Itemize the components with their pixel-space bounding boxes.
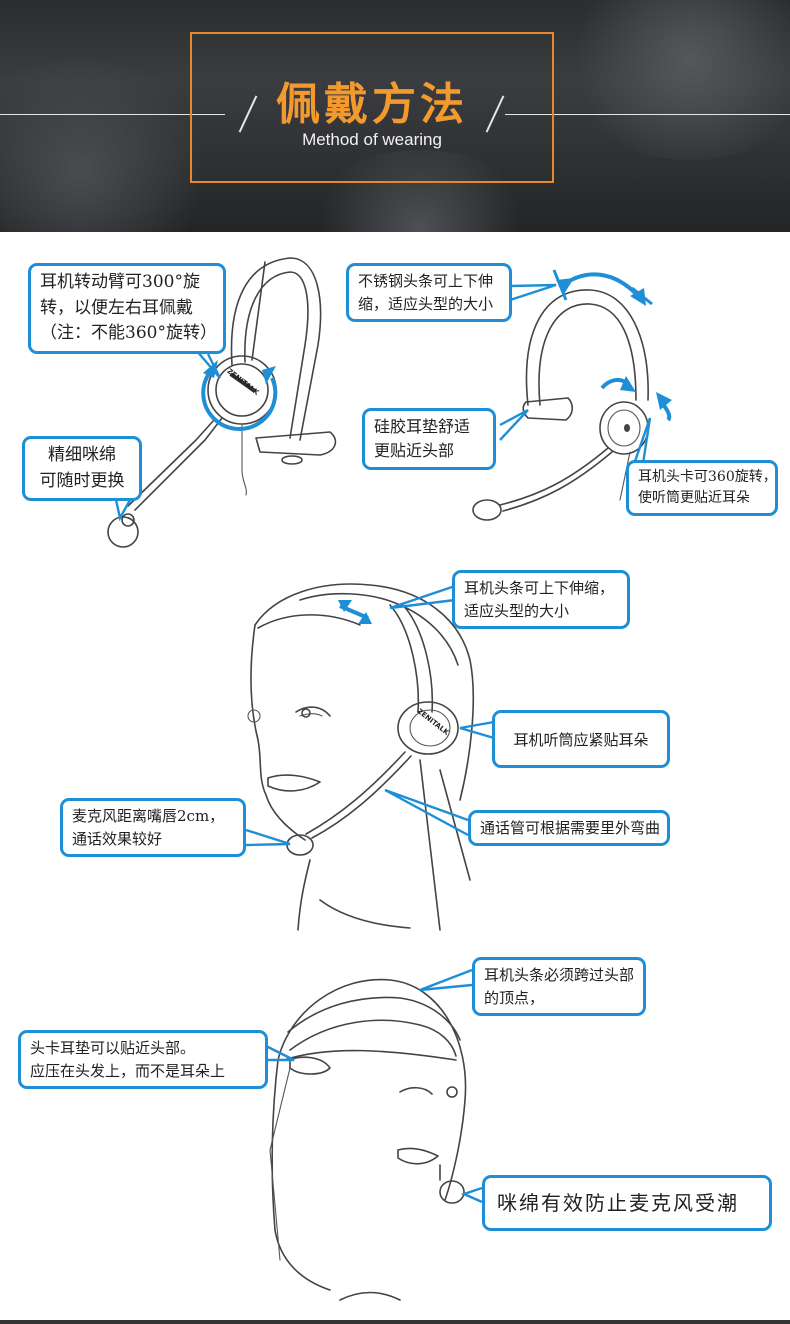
callout-steel-band: 不锈钢头条可上下伸 缩，适应头型的大小 xyxy=(346,263,512,322)
callout-text: 耳机头条必须跨过头部 xyxy=(484,966,635,984)
header-divider-right xyxy=(505,114,790,115)
callout-silicone-pad: 硅胶耳垫舒适 更贴近头部 xyxy=(362,408,496,470)
callout-text: 使听筒更贴近耳朵 xyxy=(638,490,750,506)
callout-band-adjust: 耳机头条可上下伸缩， 适应头型的大小 xyxy=(452,570,630,629)
callout-text: 通话效果较好 xyxy=(72,829,163,848)
page-title: 佩戴方法 xyxy=(276,79,468,130)
callout-text: 适应头型的大小 xyxy=(464,601,570,620)
callout-text: 耳机头卡可360旋转， xyxy=(638,469,777,485)
callout-clip-rotation: 耳机头卡可360旋转， 使听筒更贴近耳朵 xyxy=(626,460,778,516)
callout-text: 精细咪绵 xyxy=(48,445,116,465)
callout-text: 转，以便左右耳佩戴 xyxy=(40,297,193,318)
callout-text: 不锈钢头条可上下伸 xyxy=(358,272,494,290)
callout-text: 应压在头发上，而不是耳朵上 xyxy=(30,1061,226,1080)
wearing-illustration-2 xyxy=(269,978,467,1301)
callout-text: 麦克风距离嘴唇2cm， xyxy=(72,807,225,825)
callout-text: 耳机听筒应紧贴耳朵 xyxy=(513,731,649,749)
callout-text: 更贴近头部 xyxy=(374,441,455,460)
callout-boom-bend: 通话管可根据需要里外弯曲 xyxy=(468,810,670,846)
headset-illustration-right xyxy=(472,269,672,521)
wearing-illustration-1 xyxy=(247,583,475,931)
callout-earpiece: 耳机听筒应紧贴耳朵 xyxy=(492,710,670,768)
callout-band-top: 耳机头条必须跨过头部 的顶点， xyxy=(472,957,646,1016)
callout-text: 硅胶耳垫舒适 xyxy=(374,417,471,436)
callout-text: 通话管可根据需要里外弯曲 xyxy=(480,819,661,837)
callout-text: 耳机头条可上下伸缩， xyxy=(464,579,615,597)
callout-text: 耳机转动臂可300°旋 xyxy=(40,272,200,292)
page-subtitle: Method of wearing xyxy=(302,130,442,149)
bottom-divider xyxy=(0,1320,790,1324)
callout-mic-distance: 麦克风距离嘴唇2cm， 通话效果较好 xyxy=(60,798,246,857)
callout-arm-rotation: 耳机转动臂可300°旋 转，以便左右耳佩戴 （注：不能360°旋转） xyxy=(28,263,226,354)
callout-text: 缩，适应头型的大小 xyxy=(358,294,494,313)
callout-text: 咪绵有效防止麦克风受潮 xyxy=(497,1191,739,1215)
callout-head-pad: 头卡耳垫可以贴近头部。 应压在头发上，而不是耳朵上 xyxy=(18,1030,268,1089)
callout-mic-foam: 精细咪绵 可随时更换 xyxy=(22,436,142,501)
callout-text: 可随时更换 xyxy=(39,470,125,491)
headset-illustration-left xyxy=(107,257,337,548)
callout-text: （注：不能360°旋转） xyxy=(40,323,217,343)
callout-pointers xyxy=(114,283,652,1204)
callout-text: 头卡耳垫可以贴近头部。 xyxy=(30,1039,196,1057)
header-divider-left xyxy=(0,114,225,115)
callout-text: 的顶点， xyxy=(484,988,545,1007)
header-banner: 佩戴方法 Method of wearing xyxy=(0,0,790,232)
title-frame xyxy=(190,32,554,183)
callout-foam-protect: 咪绵有效防止麦克风受潮 xyxy=(482,1175,772,1231)
